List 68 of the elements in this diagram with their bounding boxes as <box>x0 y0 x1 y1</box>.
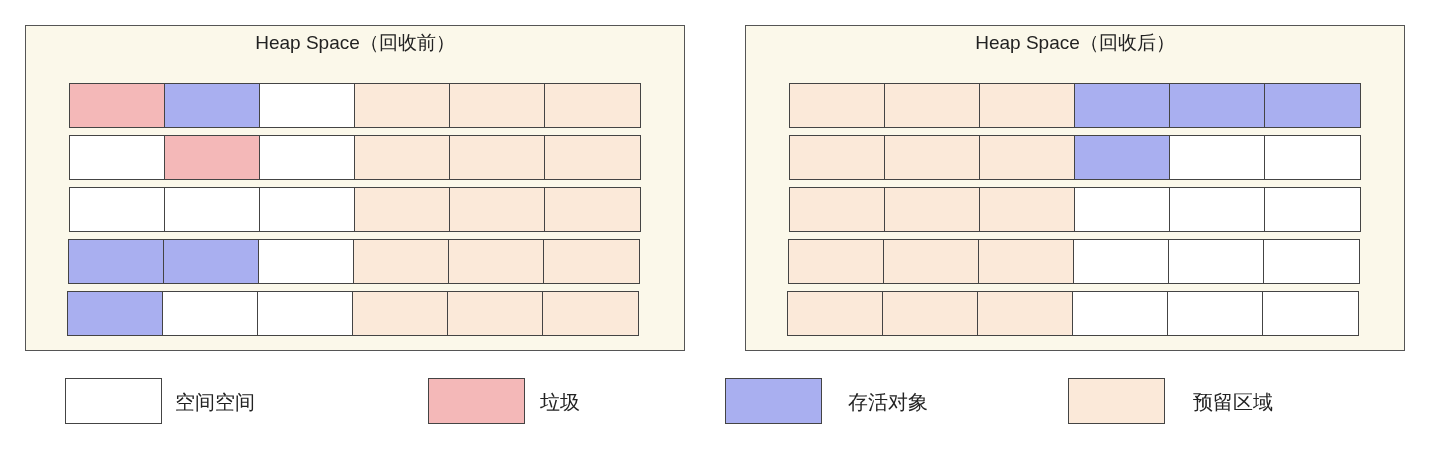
memory-cell <box>787 291 884 336</box>
memory-cell <box>1073 239 1170 284</box>
memory-cell <box>449 187 546 232</box>
memory-cell <box>884 187 981 232</box>
memory-cell <box>449 135 546 180</box>
legend-label: 空间空间 <box>175 390 255 415</box>
memory-cell <box>789 83 886 128</box>
memory-cell <box>354 187 451 232</box>
memory-cell <box>543 239 640 284</box>
memory-cell <box>164 83 261 128</box>
memory-cell <box>544 187 641 232</box>
memory-cell <box>884 135 981 180</box>
memory-cell <box>1263 239 1360 284</box>
memory-cell <box>1074 135 1171 180</box>
memory-cell <box>1169 135 1266 180</box>
memory-cell <box>883 239 980 284</box>
memory-cell <box>449 83 546 128</box>
memory-cell <box>1264 187 1361 232</box>
memory-cell <box>69 135 166 180</box>
panel-title: Heap Space（回收后） <box>975 31 1175 55</box>
memory-cell <box>69 187 166 232</box>
heap-panel <box>25 25 685 351</box>
memory-cell <box>259 83 356 128</box>
memory-cell <box>69 83 166 128</box>
memory-cell <box>1072 291 1169 336</box>
memory-cell <box>1074 83 1171 128</box>
memory-cell <box>352 291 449 336</box>
memory-cell <box>882 291 979 336</box>
panel-title: Heap Space（回收前） <box>255 31 455 55</box>
memory-cell <box>1262 291 1359 336</box>
memory-cell <box>979 135 1076 180</box>
memory-cell <box>354 135 451 180</box>
memory-cell <box>542 291 639 336</box>
memory-cell <box>544 83 641 128</box>
memory-cell <box>978 239 1075 284</box>
memory-cell <box>789 135 886 180</box>
memory-cell <box>259 187 356 232</box>
memory-cell <box>977 291 1074 336</box>
memory-cell <box>789 187 886 232</box>
memory-cell <box>1167 291 1264 336</box>
legend-label: 预留区域 <box>1193 390 1273 415</box>
memory-cell <box>544 135 641 180</box>
memory-cell <box>1168 239 1265 284</box>
memory-cell <box>164 135 261 180</box>
memory-cell <box>68 239 165 284</box>
memory-cell <box>1074 187 1171 232</box>
memory-cell <box>1169 83 1266 128</box>
memory-cell <box>354 83 451 128</box>
heap-panel <box>745 25 1405 351</box>
memory-cell <box>884 83 981 128</box>
memory-cell <box>257 291 354 336</box>
legend-label: 存活对象 <box>848 390 928 415</box>
memory-cell <box>163 239 260 284</box>
memory-cell <box>259 135 356 180</box>
memory-cell <box>67 291 164 336</box>
legend-label: 垃圾 <box>540 390 580 415</box>
memory-cell <box>447 291 544 336</box>
memory-cell <box>448 239 545 284</box>
memory-cell <box>162 291 259 336</box>
memory-cell <box>258 239 355 284</box>
memory-cell <box>788 239 885 284</box>
memory-cell <box>1264 83 1361 128</box>
memory-cell <box>979 83 1076 128</box>
memory-cell <box>979 187 1076 232</box>
memory-cell <box>353 239 450 284</box>
memory-cell <box>1169 187 1266 232</box>
memory-cell <box>1264 135 1361 180</box>
memory-cell <box>164 187 261 232</box>
